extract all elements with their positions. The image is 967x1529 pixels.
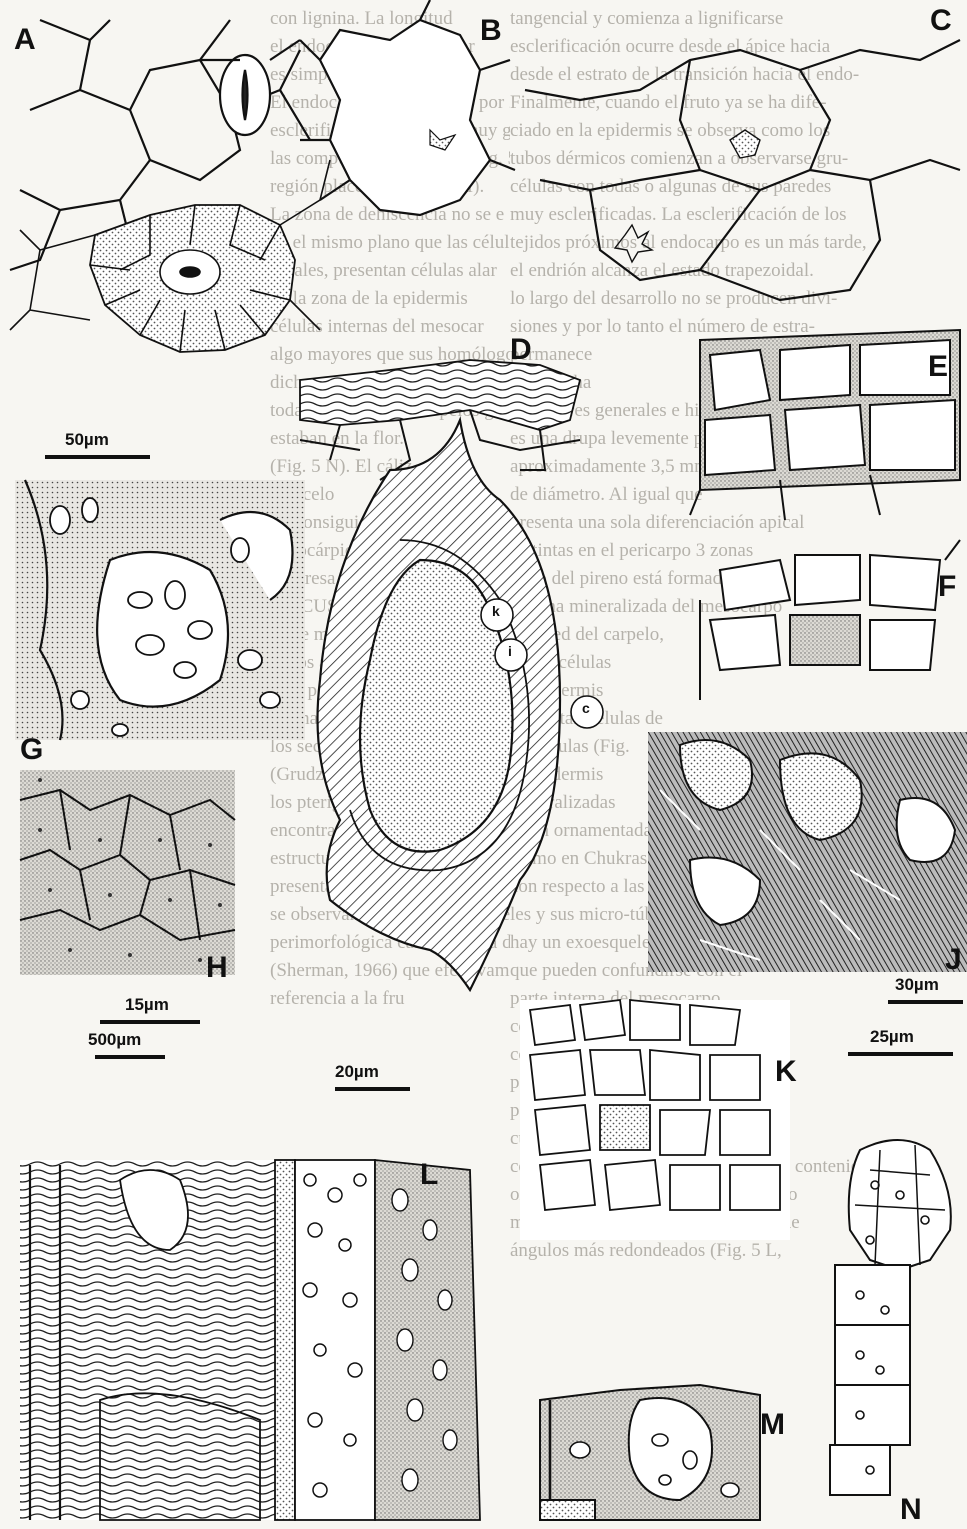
panel-label-h: H <box>206 953 228 983</box>
panel-label-k: K <box>775 1057 797 1087</box>
panel-l-drawing <box>20 1160 480 1520</box>
panel-k-drawing <box>520 1000 790 1240</box>
panel-label-c: C <box>930 6 952 36</box>
panel-c-drawing <box>525 40 960 300</box>
label-k: k <box>492 603 500 619</box>
panel-label-d: D <box>510 335 532 365</box>
scale-label-top-left: 50µm <box>65 430 109 450</box>
label-c: c <box>582 700 590 716</box>
panel-g-drawing <box>15 480 305 740</box>
panel-label-g: G <box>20 735 43 765</box>
panel-label-f: F <box>938 572 956 602</box>
central-fruit-section <box>318 420 604 990</box>
scale-bar-middle-left <box>100 1020 200 1024</box>
scale-bar-lower-left <box>95 1055 165 1059</box>
panel-h-drawing <box>20 770 235 975</box>
scale-label-middle-left: 15µm <box>125 995 169 1015</box>
scale-bar-right-lower <box>848 1052 953 1056</box>
scale-label-right-upper: 30µm <box>895 975 939 995</box>
panel-label-l: L <box>420 1160 438 1190</box>
scale-label-lower-left: 500µm <box>88 1030 141 1050</box>
scale-bar-center <box>335 1087 410 1091</box>
panel-f-drawing <box>700 540 960 700</box>
label-i: i <box>508 643 512 659</box>
panel-label-j: J <box>945 945 962 975</box>
panel-label-a: A <box>14 25 36 55</box>
scale-label-right-lower: 25µm <box>870 1027 914 1047</box>
panel-label-b: B <box>480 16 502 46</box>
panel-m-drawing <box>540 1385 760 1520</box>
panel-n-drawing <box>830 1140 951 1495</box>
scale-label-center: 20µm <box>335 1062 379 1082</box>
scale-bar-right-upper <box>888 1000 963 1004</box>
panel-j-drawing <box>648 732 967 972</box>
panel-label-m: M <box>760 1410 785 1440</box>
panel-label-n: N <box>900 1495 922 1525</box>
scale-bar-top-left <box>45 455 150 459</box>
panel-label-e: E <box>928 352 948 382</box>
panel-e-drawing <box>690 330 960 520</box>
